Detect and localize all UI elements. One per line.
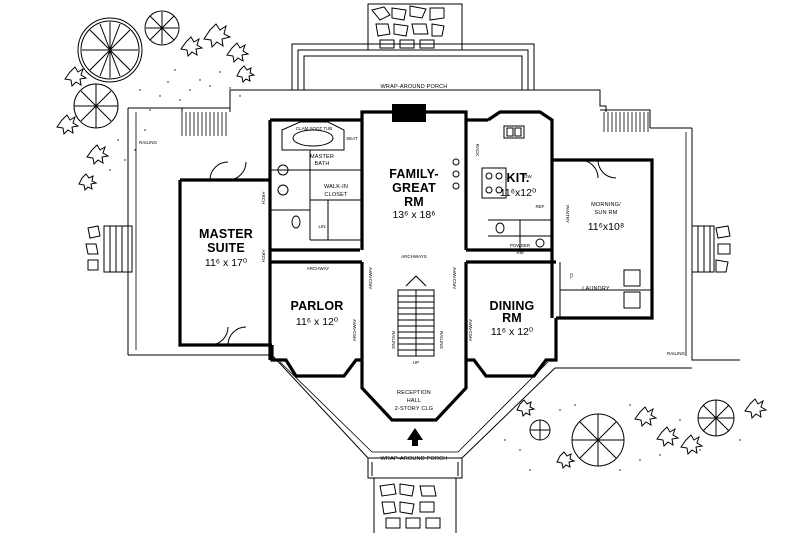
archway-label: ARCHWAY (352, 319, 357, 342)
archway-label: ARCHWAY (368, 267, 373, 290)
tree-large-icon (77, 17, 143, 83)
family-room-dimensions: 13⁶ x 18⁶ (392, 209, 435, 221)
refrigerator-label: REF (536, 204, 545, 209)
stool-icon (452, 170, 460, 178)
stool-icon (452, 182, 460, 190)
kitchen-sink-icon (503, 125, 525, 139)
archway-label: ARCHWAY (307, 266, 330, 271)
stone-path-top (367, 3, 463, 51)
family-room-name: RM (404, 195, 424, 209)
landscape-bottom-right (504, 398, 768, 471)
sink-icon (277, 164, 289, 176)
master-suite-name: SUITE (207, 241, 245, 255)
range-icon (481, 167, 507, 199)
dining-room-dimensions: 11⁶ x 12⁰ (491, 326, 534, 338)
powder-room-label: RM (517, 250, 524, 255)
dishwasher-label: DW (524, 174, 532, 179)
exterior-walls (178, 110, 654, 422)
dryer-icon (623, 291, 641, 309)
parlor-name: PARLOR (290, 299, 343, 313)
reception-hall-name: RECEPTION (397, 390, 431, 396)
seat-label: SEAT (346, 136, 358, 141)
toilet-icon (495, 222, 505, 234)
stair-railing-label: RAILING (391, 331, 396, 350)
small-room-labels: CLAM SOOT TUB SEAT MASTER BATH WALK-IN C… (261, 126, 610, 365)
staircase (397, 275, 435, 357)
walk-in-closet-label: CLOSET (324, 192, 348, 198)
sink-icon (535, 238, 545, 248)
powder-room-label: POWDER (510, 243, 531, 248)
tree-large-icon (571, 413, 625, 467)
railing-left-label: RAILING (139, 140, 158, 145)
stone-path-left (85, 225, 101, 271)
morning-room-dimensions: 11⁶x10⁸ (588, 221, 625, 233)
morning-room-name: MORNING/ (591, 202, 621, 208)
family-room-name: GREAT (392, 181, 436, 195)
porch-bottom-label: WRAP-AROUND PORCH (381, 456, 448, 462)
fireplace-icon (392, 104, 426, 122)
archway-label: ARCHWAY (452, 267, 457, 290)
morning-room-name: SUN RM (595, 210, 618, 216)
door-swing-icon (209, 161, 247, 181)
tree-round-icon (697, 399, 735, 437)
door-swing-icon (209, 326, 247, 346)
room-master-suite: MASTER SUITE 11⁶ x 17⁰ (199, 227, 253, 269)
stool-icon (452, 158, 460, 166)
tree-small-icon (529, 419, 551, 441)
closet-label: CL (569, 273, 574, 279)
archway-label: ARCHWAY (468, 319, 473, 342)
rack-label: RACK (475, 144, 480, 157)
reception-hall-name: HALL (407, 398, 422, 404)
toilet-icon (291, 215, 301, 229)
shrub-cluster-icon (516, 398, 768, 470)
tree-round-icon (73, 83, 119, 129)
tub-label: CLAM SOOT TUB (296, 126, 333, 131)
arch-label: ARCH (261, 192, 266, 205)
arch-label: ARCH (261, 250, 266, 263)
washer-icon (623, 269, 641, 287)
stone-path-right (715, 225, 731, 273)
room-parlor: PARLOR 11⁶ x 12⁰ (290, 299, 343, 328)
landscape-top-left (56, 10, 256, 192)
porch-top-label: WRAP-AROUND PORCH (381, 84, 448, 90)
entry-arrow-icon (407, 428, 423, 446)
gravel-texture (504, 404, 741, 471)
room-reception-hall: RECEPTION HALL 2-STORY CLG (395, 390, 434, 412)
kitchen-name: KIT. (506, 171, 529, 185)
master-bath-label: BATH (314, 161, 329, 167)
gravel-texture (109, 69, 241, 171)
reception-hall-ceiling: 2-STORY CLG (395, 406, 434, 412)
sink-icon (277, 184, 289, 196)
master-suite-name: MASTER (199, 227, 253, 241)
porch-labels: WRAP-AROUND PORCH WRAP-AROUND PORCH RAIL… (139, 84, 686, 462)
railing-right-label: RAILING (667, 351, 686, 356)
laundry-label: LAUNDRY (582, 286, 610, 292)
parlor-dimensions: 11⁶ x 12⁰ (296, 316, 339, 328)
walk-in-closet-label: WALK-IN (324, 184, 348, 190)
master-suite-dimensions: 11⁶ x 17⁰ (205, 257, 248, 269)
kitchen-dimensions: 11⁶x12⁰ (500, 187, 537, 199)
shrub-cluster-icon (56, 23, 256, 192)
dining-room-name: DINING (490, 299, 535, 313)
room-kitchen: KIT. 11⁶x12⁰ (500, 171, 537, 199)
interior-walls (270, 120, 652, 360)
clam-soot-tub-icon (281, 121, 345, 151)
pantry-label: PANTRY (565, 205, 570, 223)
stair-up-label: UP (413, 360, 419, 365)
room-morning-sun: MORNING/ SUN RM 11⁶x10⁸ (588, 202, 625, 233)
linen-label: LIN (318, 224, 325, 229)
stair-railing-label: RAILING (439, 331, 444, 350)
tree-medium-icon (144, 10, 180, 46)
master-bath-label: MASTER (310, 154, 334, 160)
dining-room-name: RM (502, 311, 522, 325)
fixtures (209, 104, 641, 357)
archways-label: ARCHWAYS (401, 254, 427, 259)
room-dining: DINING RM 11⁶ x 12⁰ (490, 299, 535, 338)
wrap-around-porch (103, 43, 740, 479)
door-swing-icon (579, 159, 617, 179)
stone-path-bottom (373, 478, 457, 533)
room-family-great: FAMILY- GREAT RM 13⁶ x 18⁶ (389, 167, 439, 221)
family-room-name: FAMILY- (389, 167, 439, 181)
